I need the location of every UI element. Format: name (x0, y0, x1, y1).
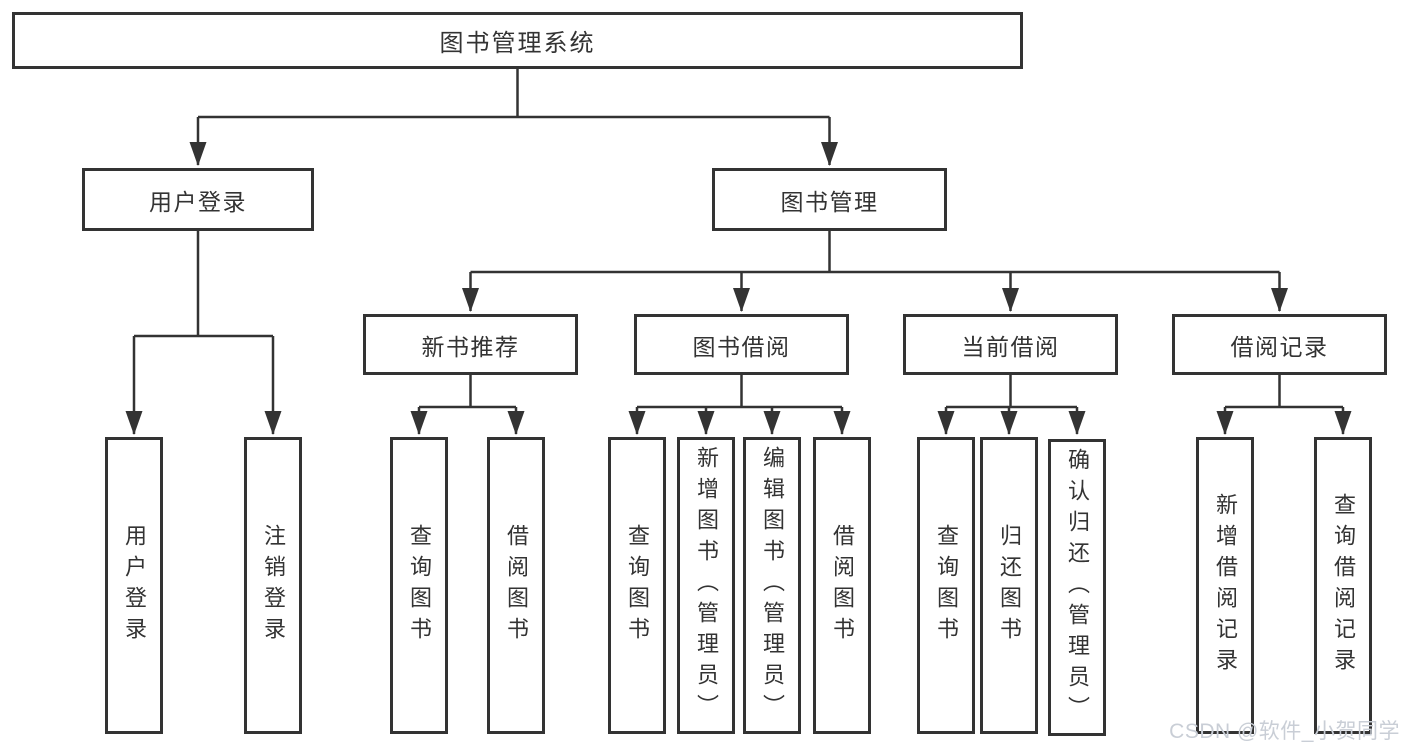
node-label: 确认归还（管理员） (1065, 448, 1090, 727)
node-label: 查询借阅记录 (1331, 492, 1356, 679)
connector-user-login-trunk (134, 231, 273, 338)
node-library-system: 图书管理系统 (12, 12, 1023, 69)
connector-records-trunk (1225, 375, 1343, 409)
node-label: 图书管理系统 (439, 30, 596, 57)
node-label: 新增图书（管理员） (694, 446, 719, 725)
node-confirm-return-admin: 确认归还（管理员） (1048, 439, 1106, 736)
connector-root-trunk (198, 69, 830, 119)
connector-current-trunk (946, 375, 1077, 409)
node-query-borrow-record: 查询借阅记录 (1314, 437, 1372, 734)
node-label: 查询图书 (407, 523, 432, 648)
node-label: 归还图书 (997, 523, 1022, 648)
node-return-books: 归还图书 (980, 437, 1038, 734)
node-label: 新增借阅记录 (1213, 492, 1238, 679)
node-recommend-query-books: 查询图书 (390, 437, 448, 734)
node-current-query-books: 查询图书 (917, 437, 975, 734)
node-logout-leaf: 注销登录 (244, 437, 302, 734)
node-label: 编辑图书（管理员） (760, 446, 785, 725)
node-label: 查询图书 (934, 523, 959, 648)
connector-borrow-trunk (637, 375, 842, 409)
node-recommend-borrow-books: 借阅图书 (487, 437, 545, 734)
node-edit-books-admin: 编辑图书（管理员） (743, 437, 801, 734)
node-label: 借阅图书 (504, 523, 529, 648)
node-user-login-leaf: 用户登录 (105, 437, 163, 734)
node-label: 用户登录 (122, 523, 147, 648)
watermark: CSDN @软件_小贺同学 (1169, 720, 1400, 743)
node-label: 查询图书 (625, 523, 650, 648)
node-add-books-admin: 新增图书（管理员） (677, 437, 735, 734)
connector-recommend-trunk (419, 375, 516, 409)
node-borrow-query-books: 查询图书 (608, 437, 666, 734)
node-new-book-recommend: 新书推荐 (363, 314, 578, 375)
node-label: 用户登录 (149, 188, 247, 215)
node-label: 借阅记录 (1230, 333, 1329, 360)
node-add-borrow-record: 新增借阅记录 (1196, 437, 1254, 734)
node-label: 注销登录 (261, 523, 286, 648)
node-borrow-records: 借阅记录 (1172, 314, 1387, 375)
node-label: 新书推荐 (421, 333, 520, 360)
node-borrow-borrow-books: 借阅图书 (813, 437, 871, 734)
connector-book-management-trunk (470, 231, 1280, 274)
node-book-management: 图书管理 (712, 168, 947, 231)
node-label: 当前借阅 (961, 333, 1060, 360)
node-current-borrow: 当前借阅 (903, 314, 1118, 375)
node-book-borrow: 图书借阅 (634, 314, 849, 375)
node-label: 借阅图书 (830, 523, 855, 648)
node-label: 图书管理 (780, 188, 879, 215)
node-label: 图书借阅 (692, 333, 791, 360)
node-user-login: 用户登录 (82, 168, 314, 231)
